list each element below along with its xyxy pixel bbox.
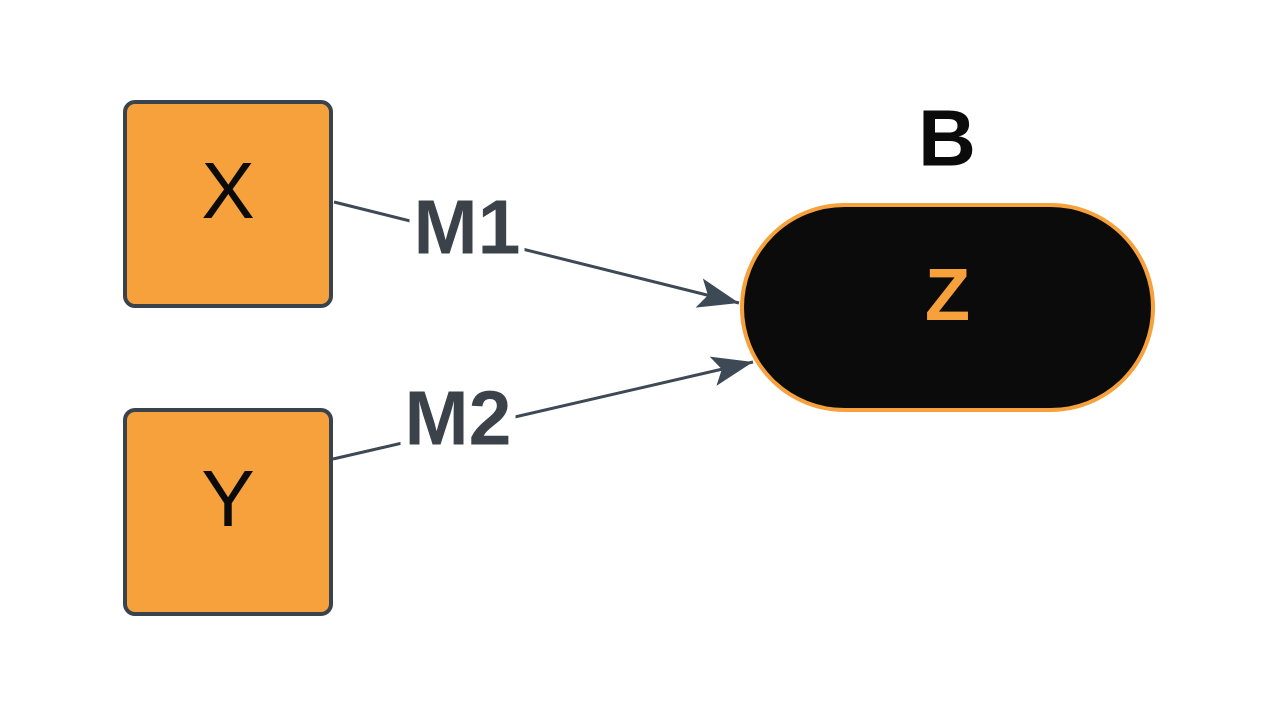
node-x[interactable]: X (123, 100, 333, 308)
node-z-label: Z (924, 253, 971, 336)
edge-y-to-z[interactable] (332, 356, 754, 461)
node-z-title: B (918, 93, 976, 183)
node-y[interactable]: Y (123, 408, 333, 616)
edge-label-m1[interactable]: M1 (409, 189, 525, 266)
node-z[interactable]: Z (740, 203, 1155, 412)
node-y-label: Y (201, 454, 255, 543)
edge-x-to-z[interactable] (333, 200, 740, 308)
node-x-label: X (201, 146, 255, 235)
edge-label-m2[interactable]: M2 (400, 380, 516, 457)
